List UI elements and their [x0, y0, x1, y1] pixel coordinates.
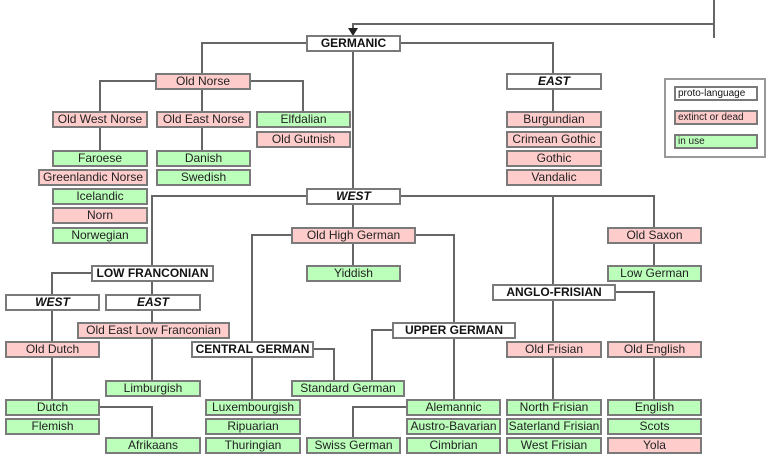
- node-scots: Scots: [607, 418, 702, 435]
- node-lf-west: WEST: [5, 294, 100, 311]
- node-cimbrian: Cimbrian: [406, 437, 501, 454]
- node-burgundian: Burgundian: [506, 111, 602, 128]
- node-greenlandic-norse: Greenlandic Norse: [38, 169, 148, 186]
- node-crimean-gothic: Crimean Gothic: [506, 131, 602, 148]
- edge-ohg-upper-german: [415, 234, 455, 322]
- node-afrikaans: Afrikaans: [105, 437, 201, 454]
- edge-dutch-afrikaans: [99, 406, 153, 437]
- node-old-norse: Old Norse: [155, 73, 251, 90]
- edge-incoming-arrow: [352, 0, 715, 38]
- node-old-east-low-franconian: Old East Low Franconian: [77, 322, 230, 339]
- node-alemannic: Alemannic: [406, 399, 501, 416]
- node-east: EAST: [506, 73, 602, 90]
- node-thuringian: Thuringian: [205, 437, 301, 454]
- edge-west-old-saxon: [400, 195, 655, 227]
- node-north-frisian: North Frisian: [506, 399, 602, 416]
- edge-west-low-franconian: [151, 195, 306, 265]
- node-old-west-norse: Old West Norse: [52, 111, 148, 128]
- node-norwegian: Norwegian: [52, 227, 148, 244]
- node-elfdalian: Elfdalian: [256, 111, 351, 128]
- node-english: English: [607, 399, 702, 416]
- node-west: WEST: [306, 188, 401, 205]
- node-vandalic: Vandalic: [506, 169, 602, 186]
- edge-alemannic-swiss-german: [352, 406, 406, 437]
- node-upper-german: UPPER GERMAN: [392, 322, 516, 339]
- node-old-english: Old English: [607, 341, 702, 358]
- node-low-german: Low German: [607, 265, 702, 282]
- node-anglo-frisian: ANGLO-FRISIAN: [492, 284, 616, 301]
- node-germanic: GERMANIC: [306, 35, 401, 52]
- node-dutch: Dutch: [5, 399, 100, 416]
- node-old-frisian: Old Frisian: [506, 341, 602, 358]
- node-old-east-norse: Old East Norse: [156, 111, 251, 128]
- node-yiddish: Yiddish: [306, 265, 401, 282]
- node-gothic: Gothic: [506, 150, 602, 167]
- node-austro-bavarian: Austro-Bavarian: [406, 418, 501, 435]
- node-central-german: CENTRAL GERMAN: [191, 341, 314, 358]
- node-lf-east: EAST: [105, 294, 201, 311]
- node-swiss-german: Swiss German: [306, 437, 401, 454]
- edge-germanic-old-norse: [201, 42, 306, 73]
- edge-ug-standard-german: [371, 329, 392, 380]
- node-old-dutch: Old Dutch: [5, 341, 100, 358]
- legend-item-proto-language: proto-language: [674, 86, 758, 101]
- legend-item-in-use: in use: [674, 134, 758, 149]
- legend-item-extinct: extinct or dead: [674, 110, 758, 125]
- node-old-saxon: Old Saxon: [607, 227, 702, 244]
- edge-lf-west: [51, 272, 91, 294]
- node-west-frisian: West Frisian: [506, 437, 602, 454]
- node-norn: Norn: [52, 207, 148, 224]
- node-swedish: Swedish: [156, 169, 251, 186]
- node-faroese: Faroese: [52, 150, 148, 167]
- legend: proto-language extinct or dead in use: [664, 78, 766, 158]
- edge-old-norse-elfdalian: [250, 80, 304, 111]
- node-saterland-frisian: Saterland Frisian: [506, 418, 602, 435]
- node-standard-german: Standard German: [291, 380, 405, 397]
- node-yola: Yola: [607, 437, 702, 454]
- node-danish: Danish: [156, 150, 251, 167]
- node-limburgish: Limburgish: [105, 380, 201, 397]
- node-ripuarian: Ripuarian: [205, 418, 301, 435]
- node-luxembourgish: Luxembourgish: [205, 399, 301, 416]
- arrow-head-icon: [348, 28, 358, 36]
- edge-af-old-english: [615, 291, 655, 341]
- edge-old-norse-owns: [99, 80, 155, 111]
- edge-cg-standard-german: [313, 348, 335, 380]
- node-flemish: Flemish: [5, 418, 100, 435]
- node-old-gutnish: Old Gutnish: [256, 131, 351, 148]
- node-low-franconian: LOW FRANCONIAN: [91, 265, 214, 282]
- node-old-high-german: Old High German: [291, 227, 416, 244]
- node-icelandic: Icelandic: [52, 188, 148, 205]
- edge-germanic-east: [400, 42, 554, 73]
- edge-ohg-central-german: [251, 234, 291, 341]
